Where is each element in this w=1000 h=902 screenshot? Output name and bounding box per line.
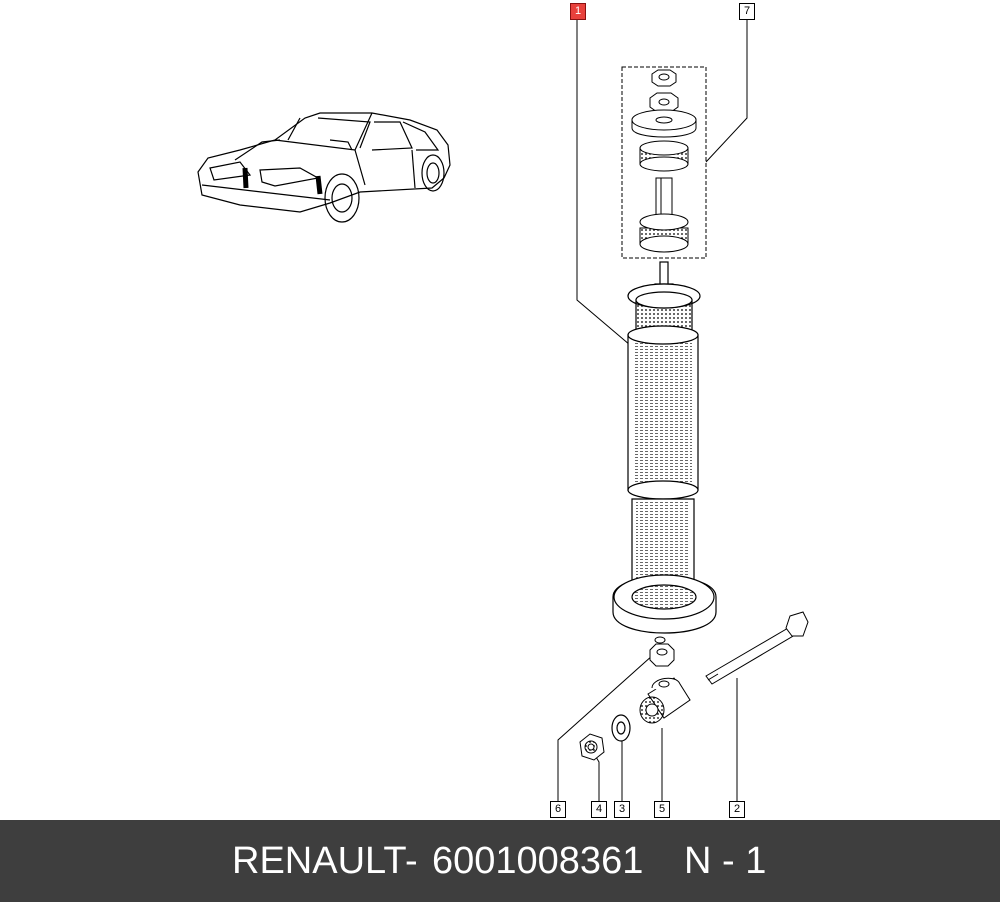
- callout-3: 3: [614, 801, 630, 818]
- mounting-kit: [621, 66, 707, 259]
- nut-item-4: [579, 733, 605, 761]
- callout-6: 6: [550, 801, 566, 818]
- car-illustration: [197, 112, 451, 223]
- position-label: N - 1: [684, 840, 767, 882]
- leader-lines: [557, 20, 748, 802]
- exploded-parts-diagram: [197, 20, 809, 802]
- bushing-item-5: [639, 677, 691, 724]
- washer-item-3: [611, 714, 631, 742]
- callout-2: 2: [729, 801, 745, 818]
- part-number: 6001008361: [432, 840, 644, 882]
- callout-5: 5: [654, 801, 670, 818]
- bolt-item-2: [705, 611, 809, 685]
- callout-4: 4: [591, 801, 607, 818]
- footer-separator: -: [405, 840, 418, 882]
- callout-1: 1: [570, 3, 586, 20]
- brand-name: RENAULT: [232, 840, 407, 882]
- footer-bar: RENAULT - 6001008361 N - 1: [0, 820, 1000, 902]
- nut-item-6: [649, 636, 675, 667]
- callout-7: 7: [739, 3, 755, 20]
- shock-absorber: [612, 261, 717, 634]
